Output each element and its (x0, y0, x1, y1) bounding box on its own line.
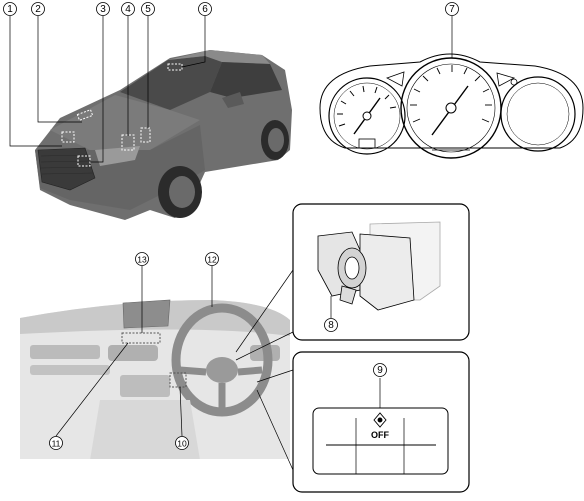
callout-7: 7 (445, 2, 459, 16)
callout-3: 3 (96, 2, 110, 16)
switch-off-label: OFF (371, 430, 389, 440)
callout-8: 8 (324, 318, 338, 332)
vehicle-illustration (35, 50, 292, 220)
callout-1: 1 (3, 2, 17, 16)
panel-connector-lines (235, 269, 294, 471)
svg-text:1: 1 (7, 4, 13, 15)
svg-text:8: 8 (328, 320, 334, 331)
svg-text:11: 11 (52, 439, 61, 449)
instrument-cluster (319, 53, 584, 159)
svg-text:4: 4 (125, 4, 131, 15)
dashboard-callout-lines (55, 266, 213, 437)
callout-9: 9 (373, 363, 387, 377)
callout-2: 2 (31, 2, 45, 16)
svg-text:10: 10 (177, 439, 187, 449)
callout-6: 6 (198, 2, 212, 16)
vehicle-callout-lines (9, 16, 206, 163)
svg-text:9: 9 (377, 365, 383, 376)
svg-text:7: 7 (449, 4, 455, 15)
callout-12: 12 (205, 252, 219, 266)
callout-10: 10 (175, 436, 189, 450)
traffic-sign-recognition-icon (373, 412, 387, 428)
callout-5: 5 (141, 2, 155, 16)
svg-text:13: 13 (137, 255, 147, 265)
svg-text:3: 3 (100, 4, 106, 15)
svg-text:6: 6 (202, 4, 208, 15)
svg-text:5: 5 (145, 4, 151, 15)
off-switch-detail-panel: OFF (292, 351, 470, 493)
combination-switch-detail-panel (292, 203, 470, 341)
callout-13: 13 (135, 252, 149, 266)
callout-11: 11 (49, 436, 63, 450)
svg-text:12: 12 (207, 255, 217, 265)
dashboard-illustration (20, 299, 290, 461)
svg-text:2: 2 (35, 4, 41, 15)
callout-4: 4 (121, 2, 135, 16)
